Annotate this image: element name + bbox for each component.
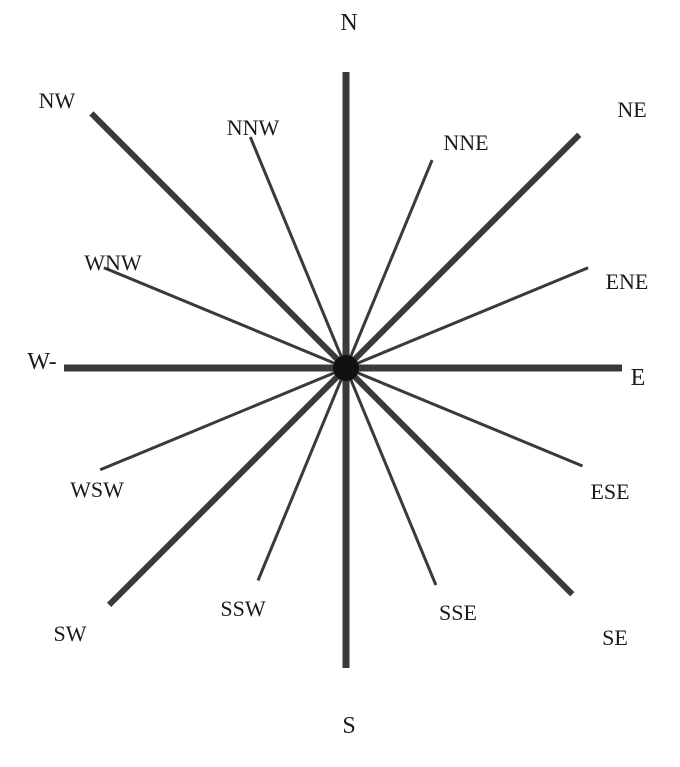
label-wsw: WSW — [70, 477, 124, 502]
label-nne: NNE — [443, 130, 488, 155]
label-ese: ESE — [590, 479, 629, 504]
label-w: W- — [27, 349, 56, 375]
label-e: E — [631, 365, 646, 391]
spokes-group — [64, 72, 622, 668]
spoke-nnw — [248, 136, 348, 369]
label-ene: ENE — [606, 269, 649, 294]
spoke-ne — [343, 132, 582, 371]
spoke-nne — [344, 159, 434, 369]
label-ne: NE — [617, 97, 646, 122]
label-nnw: NNW — [227, 115, 280, 140]
spoke-ese — [345, 366, 584, 468]
spoke-sw — [106, 365, 349, 608]
label-se: SE — [602, 625, 628, 650]
label-nw: NW — [39, 88, 76, 113]
label-wnw: WNW — [84, 250, 142, 275]
spoke-nw — [89, 111, 349, 371]
label-ssw: SSW — [220, 596, 265, 621]
spoke-wsw — [99, 366, 347, 472]
label-sw: SW — [54, 621, 87, 646]
spoke-sse — [344, 367, 438, 586]
labels-group: N NNE NE ENE E ESE SE SSE S SSW SW WSW W- WNW NW NNW — [27, 10, 648, 739]
label-s: S — [342, 713, 355, 739]
spoke-ene — [345, 266, 589, 370]
label-sse: SSE — [439, 600, 477, 625]
spoke-ssw — [256, 367, 348, 582]
spoke-wnw — [103, 266, 347, 370]
center-hub — [333, 355, 359, 381]
spoke-se — [343, 365, 575, 597]
label-n: N — [340, 10, 357, 36]
